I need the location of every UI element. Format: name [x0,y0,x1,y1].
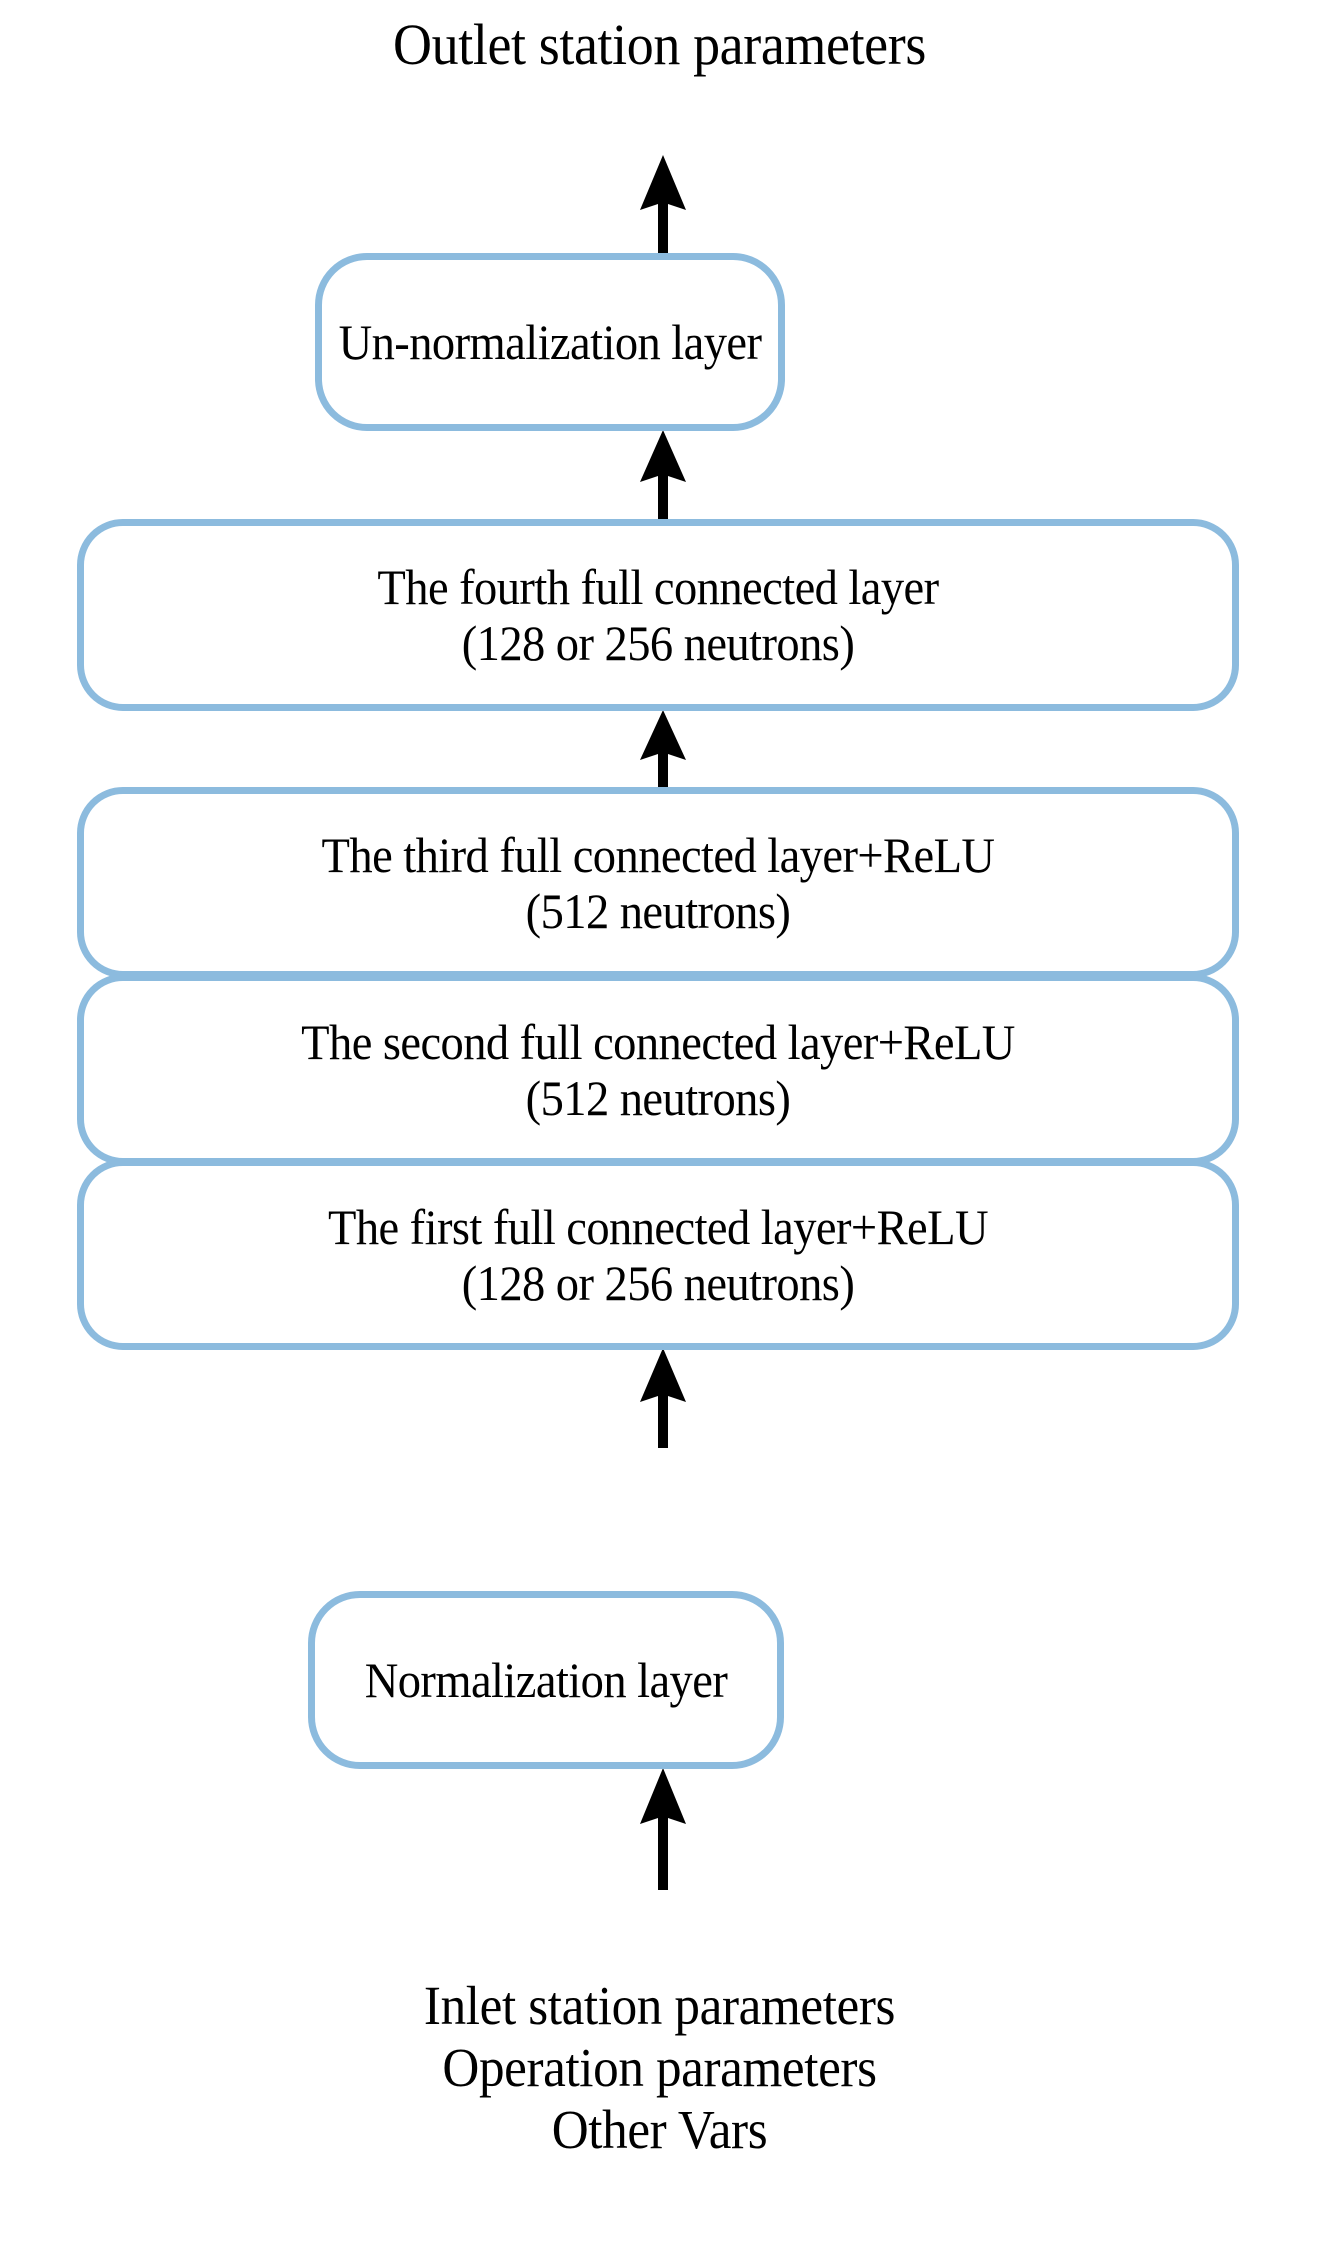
node-label-line-1: Un-normalization layer [338,314,762,370]
arrow-to-outlet-icon [638,155,688,263]
node-label-line-1: Normalization layer [364,1652,728,1708]
node-un-normalization-layer[interactable]: Un-normalization layer [315,253,785,431]
input-label-line-3: Other Vars [551,2099,768,2161]
node-normalization-layer[interactable]: Normalization layer [308,1591,784,1769]
node-label-line-2: (512 neutrons) [525,1069,791,1126]
arrow-norm-to-fc1-icon [638,1348,688,1448]
node-first-full-connected-layer[interactable]: The first full connected layer+ReLU (128… [77,1159,1239,1350]
node-label: The third full connected layer+ReLU (512… [124,827,1192,939]
node-label-line-1: The first full connected layer+ReLU [327,1198,989,1255]
node-label-line-2: (512 neutrons) [525,882,791,939]
node-label: The first full connected layer+ReLU (128… [124,1199,1192,1311]
node-label-line-1: The fourth full connected layer [377,559,939,615]
node-label: Normalization layer [331,1652,761,1708]
arrow-fc3-to-fc4-icon [638,710,688,792]
node-third-full-connected-layer[interactable]: The third full connected layer+ReLU (512… [77,787,1239,978]
node-label-line-2: (128 or 256 neutrons) [461,1254,855,1311]
node-label: Un-normalization layer [338,314,762,370]
input-label-line-2: Operation parameters [442,2037,877,2099]
arrow-fc4-to-unnorm-icon [638,430,688,522]
page-title: Outlet station parameters [393,12,926,77]
node-label: The fourth full connected layer (128 or … [124,559,1192,671]
input-label-line-1: Inlet station parameters [423,1975,896,2036]
node-label-line-1: The second full connected layer+ReLU [301,1013,1015,1070]
node-label-line-1: The third full connected layer+ReLU [321,826,996,883]
node-label: The second full connected layer+ReLU (51… [124,1014,1192,1126]
arrow-input-to-norm-icon [638,1768,688,1890]
node-fourth-full-connected-layer[interactable]: The fourth full connected layer (128 or … [77,519,1239,711]
input-parameters-label: Inlet station parameters Operation param… [46,1975,1273,2161]
node-second-full-connected-layer[interactable]: The second full connected layer+ReLU (51… [77,974,1239,1165]
node-label-line-2: (128 or 256 neutrons) [461,615,855,671]
